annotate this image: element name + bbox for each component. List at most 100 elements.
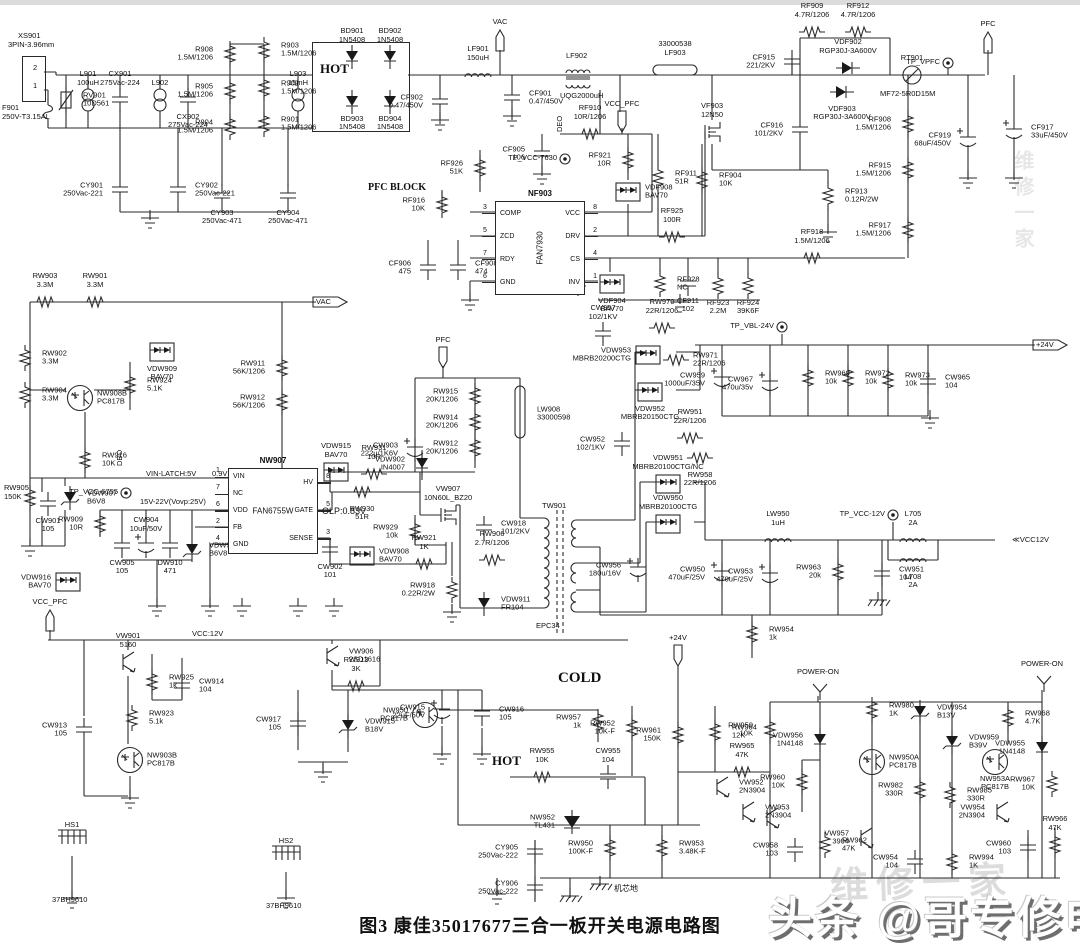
egnd-symbol [864,592,892,620]
rh-icon [687,451,713,465]
gnd-symbol [438,604,466,632]
component-label: HS1 [64,819,80,829]
port-arrow-icon [670,644,686,673]
c-icon [534,142,550,166]
cm-icon [81,87,95,113]
rh-icon [677,431,703,445]
port-arrow-icon [1032,337,1069,358]
rh-icon [663,353,689,367]
q-icon [996,801,1010,823]
opto-icon [66,384,94,412]
gnd-icon [1005,170,1023,189]
rv-icon [741,273,755,299]
c-icon [432,90,448,114]
port-label: VCC_PFC [32,597,68,606]
gnd-icon [289,598,307,617]
rv-icon [841,365,855,391]
rv-icon [23,485,37,511]
ghost-watermark-side: 维修一家 [1011,150,1033,254]
rv-icon [945,849,959,875]
c-icon [784,50,800,74]
rh-icon [411,557,437,571]
rh-icon [32,295,58,309]
ic-pin-name: RDY [500,255,515,263]
rv-icon [821,183,835,209]
port-label: +24V [669,633,687,642]
port-label: ≪VCC12V [1012,535,1050,544]
port-poweron: POWER-ON [1021,659,1063,692]
d-icon [814,728,826,752]
egnd-symbol [556,888,584,916]
figure-caption: 图3 康佳35017677三合一板开关电源电路图 [359,916,721,936]
comp-rt901: RT901 [898,53,926,89]
gnd-icon [533,166,551,185]
c-icon [527,840,543,864]
c-icon [214,184,230,208]
gnd-symbol [483,886,511,914]
gnd-symbol [320,598,348,626]
rh-icon [845,25,871,39]
port-label: POWER-ON [1020,659,1064,668]
dr-icon [836,62,860,74]
ic-pin-number: 8 [326,473,330,480]
c-icon [420,256,436,280]
rv-icon [223,41,237,67]
cm-icon [153,87,167,113]
schematic-text: 37BH9610 [266,901,302,910]
ic-pin-name: VCC [565,209,580,217]
c-icon [170,178,186,202]
rv-icon [275,389,289,415]
ic-pin-name: VDD [233,507,248,514]
ic-pin-name: FB [233,523,242,531]
ic-pin-name: CS [570,255,580,263]
